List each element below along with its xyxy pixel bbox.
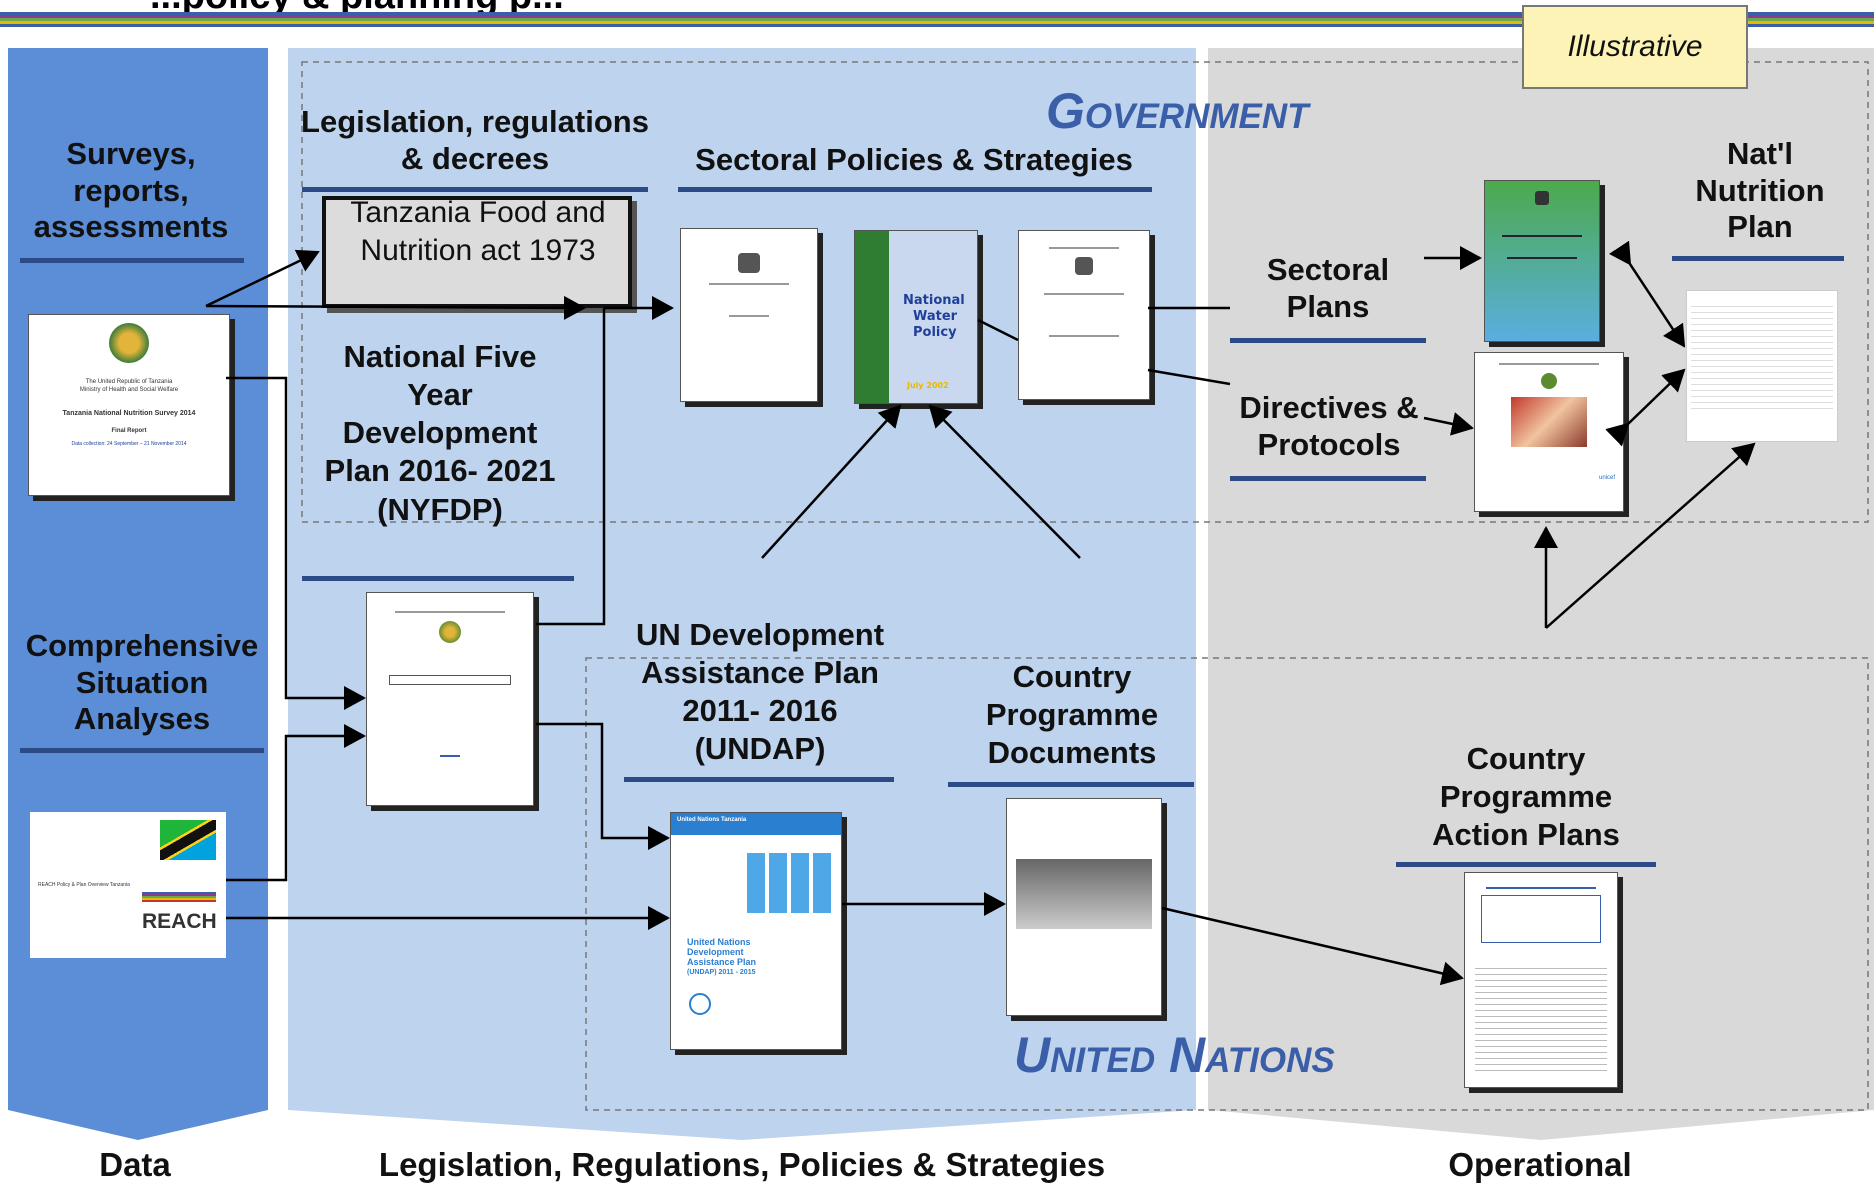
nfydp-document (366, 592, 534, 806)
illustrative-tag: Illustrative (1522, 5, 1748, 89)
arrow-survey-to-mid (205, 295, 586, 320)
undap-header: United Nations Tanzania (671, 813, 841, 835)
undap-pattern (747, 853, 831, 913)
cpap-label: Country Programme Action Plans (1432, 741, 1620, 853)
csa-underline (20, 748, 264, 753)
arrow-reach-to-nfydp (226, 724, 366, 882)
water-policy-line2: Water (913, 309, 958, 324)
sera-ya-afya-document (680, 228, 818, 402)
emblem-icon (1541, 373, 1557, 389)
emblem-icon (1535, 191, 1549, 205)
water-policy-line1: National (903, 293, 965, 308)
surveys-underline (20, 258, 244, 263)
undap-line3: Assistance Plan (687, 957, 757, 967)
line-policy-to-directives (1147, 368, 1231, 386)
cpap-document (1464, 872, 1618, 1088)
directives-document: unicef (1474, 352, 1624, 512)
emblem-icon (738, 253, 760, 273)
arrow-directives-to-doc (1423, 412, 1474, 436)
undap-underline (624, 777, 894, 782)
arrow-nfydp-to-sectoral (536, 308, 606, 626)
header-stripes (0, 12, 1874, 28)
water-policy-line3: Policy (913, 325, 957, 340)
water-policy-date: July 2002 (907, 381, 949, 390)
survey-title: Tanzania National Nutrition Survey 2014 (62, 409, 196, 417)
legislation-regs-label: Legislation, regulations & decrees (301, 104, 649, 176)
nnp-underline (1672, 256, 1844, 261)
reach-logo: REACH (142, 910, 217, 933)
nfydp-underline (302, 576, 574, 581)
photo (1511, 397, 1587, 447)
arrow-cpd-to-cpap (1161, 906, 1464, 986)
emblem-icon (439, 621, 461, 643)
line-water-to-policy3 (977, 318, 1019, 342)
cpd-title-block (1016, 859, 1152, 929)
sectoral-plan-document (1484, 180, 1600, 342)
survey-dates: Data collection: 24 September – 21 Novem… (71, 441, 187, 448)
cpd-label: Country Programme Documents (985, 659, 1159, 771)
un-zone (585, 657, 1869, 1111)
sectoral-plans-label: Sectoral Plans (1266, 252, 1390, 324)
csa-label: Comprehensive Situation Analyses (25, 628, 259, 737)
surveys-label: Surveys, reports, assessments (33, 136, 229, 245)
government-heading: Government (1046, 83, 1309, 139)
arrow-un-to-nnp (1545, 442, 1756, 629)
cpap-title-box (1481, 895, 1601, 943)
arrow-survey-to-nfydp (226, 376, 366, 710)
sectoral-policies-underline (678, 187, 1152, 192)
united-nations-heading: United Nations (1014, 1027, 1335, 1083)
data-column-label: Data (99, 1146, 171, 1183)
coat-of-arms-icon (109, 323, 149, 363)
tanzania-flag-icon (160, 820, 216, 860)
cpap-body (1475, 963, 1607, 1073)
reach-stripes (142, 892, 216, 906)
arrow-un-to-water-2 (928, 404, 1081, 559)
nfydp-label: National Five Year Development Plan 2016… (324, 339, 556, 527)
nfydp-title-box (389, 675, 511, 685)
undap-line1: United Nations (687, 937, 751, 947)
illustrative-label: Illustrative (1567, 30, 1703, 63)
nnp-document (1686, 290, 1838, 442)
directives-label: Directives & Protocols (1239, 390, 1419, 462)
arrow-survey-to-food-act (205, 249, 320, 308)
reach-caption: REACH Policy & Plan Overview Tanzania (38, 882, 130, 888)
water-policy-document: National Water Policy July 2002 (854, 230, 978, 404)
food-act-box (322, 196, 632, 308)
nnp-label: Nat'l Nutrition Plan (1695, 136, 1825, 245)
reach-document: REACH Policy & Plan Overview Tanzania RE… (30, 812, 226, 958)
undap-line4: (UNDAP) 2011 - 2015 (687, 969, 756, 976)
survey-subtitle: Final Report (111, 427, 147, 434)
survey-document: The United Republic of Tanzania Ministry… (28, 314, 230, 496)
undap-document: United Nations Tanzania United Nations D… (670, 812, 842, 1050)
cpd-document (1006, 798, 1162, 1016)
cpap-underline (1396, 862, 1656, 867)
sectoral-plans-underline (1230, 338, 1426, 343)
sectoral-policies-label: Sectoral Policies & Strategies (695, 142, 1133, 177)
legislation-column-label: Legislation, Regulations, Policies & Str… (378, 1146, 1106, 1183)
arrow-nfydp-to-undap (536, 722, 670, 850)
emblem-icon (1075, 257, 1093, 275)
sectoral-policy-document (1018, 230, 1150, 400)
unicef-logo: unicef (1598, 475, 1615, 481)
legislation-underline (302, 187, 648, 192)
arrow-directives-to-nnp (1605, 368, 1686, 447)
operational-column-label: Operational (1448, 1146, 1632, 1183)
cpd-underline (948, 782, 1194, 787)
directives-underline (1230, 476, 1426, 481)
arrow-un-to-water-1 (761, 404, 902, 559)
government-zone (301, 61, 1869, 523)
survey-line1: The United Republic of Tanzania (85, 379, 173, 385)
food-act-label: Tanzania Food and Nutrition act 1973 (350, 196, 606, 268)
survey-line2: Ministry of Health and Social Welfare (79, 386, 179, 393)
arrow-plan-to-nnp (1608, 240, 1686, 348)
undap-line2: Development (687, 947, 744, 957)
undap-label: UN Development Assistance Plan 2011- 201… (635, 617, 885, 767)
un-logo-icon (689, 993, 711, 1015)
